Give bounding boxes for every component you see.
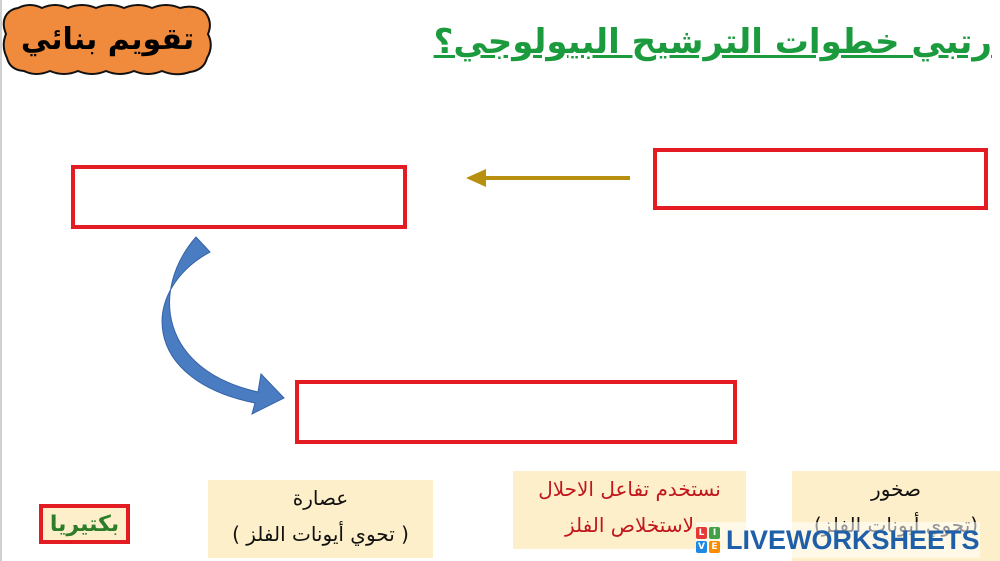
answer-box-step-2[interactable] — [71, 165, 407, 229]
badge-label: تقويم بنائي — [20, 21, 195, 57]
liveworksheets-logo-icon: L I V E — [696, 527, 720, 553]
badge-shape — [2, 4, 212, 76]
left-border-line — [0, 0, 2, 561]
liveworksheets-watermark: L I V E LIVEWORKSHEETS — [696, 522, 980, 558]
card-rocks-line-1: صخور — [871, 477, 921, 501]
blue-curved-arrow-icon — [161, 236, 285, 415]
draggable-card-juice[interactable]: عصارة ( تحوي أيونات الفلز ) — [208, 480, 433, 558]
answer-box-step-3[interactable] — [295, 380, 737, 444]
card-juice-line-2: ( تحوي أيونات الفلز ) — [232, 522, 409, 546]
card-reaction-line-1: نستخدم تفاعل الاحلال — [538, 477, 721, 501]
draggable-word-bacteria[interactable]: بكتيريا — [39, 504, 130, 544]
card-reaction-line-2: لاستخلاص الفلز — [564, 513, 694, 537]
card-juice-line-1: عصارة — [292, 486, 349, 510]
liveworksheets-wordmark: LIVEWORKSHEETS — [726, 524, 980, 555]
answer-box-step-1[interactable] — [653, 148, 988, 210]
gold-left-arrow-icon — [466, 169, 630, 187]
badge-formative-assessment: تقويم بنائي — [0, 0, 215, 78]
page-title: رتبي خطوات الترشيح البيولوجي؟ — [433, 22, 992, 62]
